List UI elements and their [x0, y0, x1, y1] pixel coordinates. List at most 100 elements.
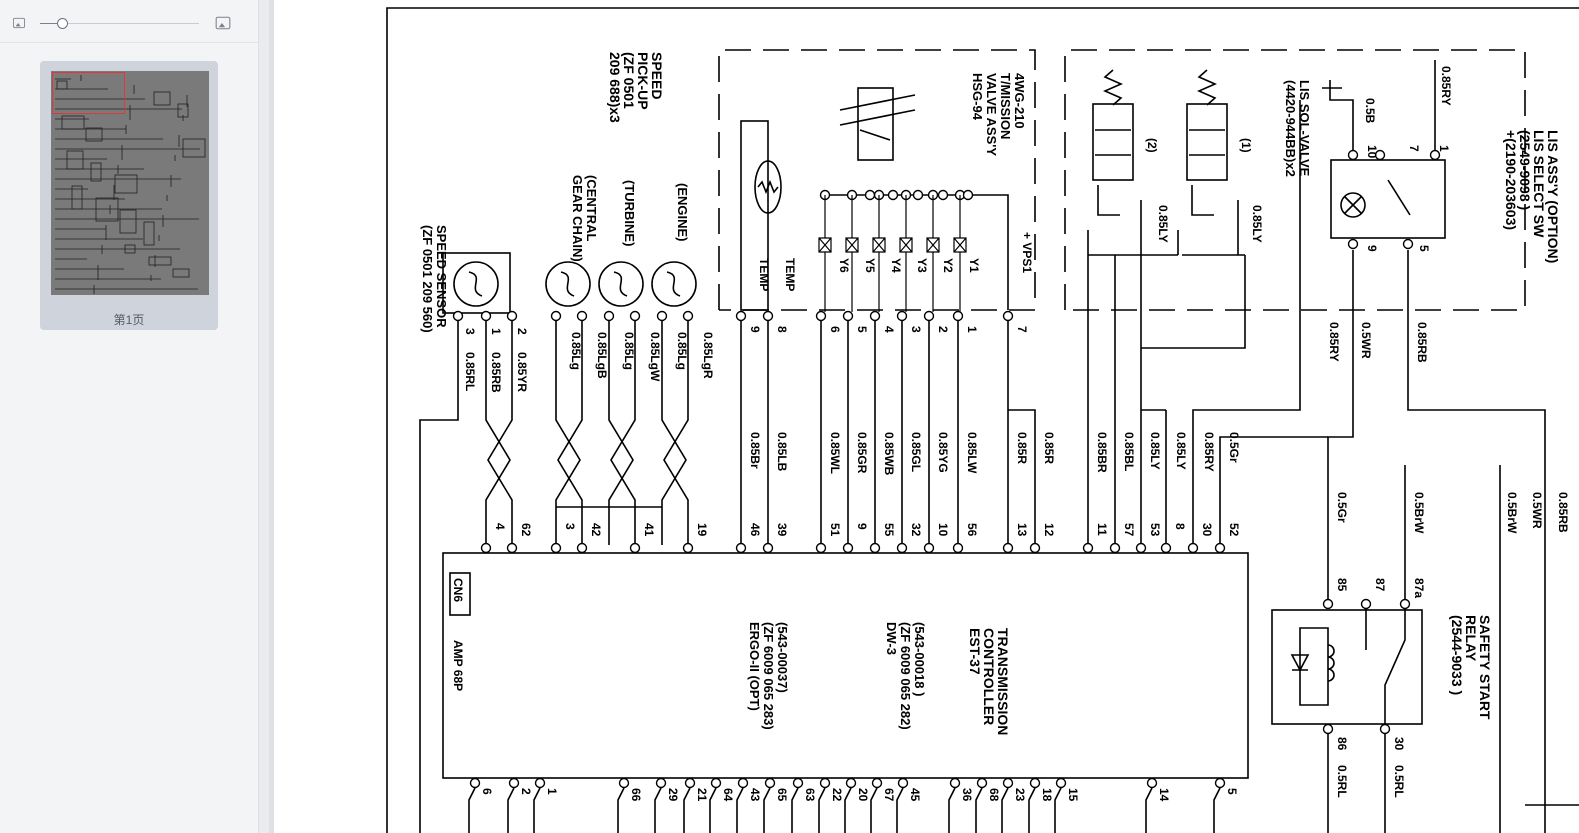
connector-pin: [506, 310, 518, 322]
wire-label: 0.85GR: [855, 432, 869, 474]
wire-label: 0.5WR: [1359, 322, 1373, 359]
relay-label: RELAY: [1463, 615, 1479, 662]
connector-pin: [1002, 777, 1014, 789]
wire-label: 0.85WL: [828, 432, 842, 474]
connector-pin: [1322, 598, 1334, 610]
page-thumbnail[interactable]: 第1页: [40, 61, 218, 330]
connector-pin: [1374, 149, 1386, 161]
wire-label: 0.5RL: [1392, 765, 1406, 798]
pickup-turbine-symbol: [598, 261, 644, 307]
controller-pin-label: 6: [480, 788, 494, 795]
sidebar-splitter[interactable]: [269, 0, 274, 833]
connector-pin: [508, 777, 520, 789]
wire-label: 0.85RY: [1327, 322, 1341, 362]
page-thumbnail-label: 第1页: [113, 313, 145, 327]
controller-pin-label: 51: [828, 523, 842, 537]
controller-pin-label: 67: [882, 788, 896, 802]
page-thumbnail-image: [51, 71, 209, 295]
connector-pin: [1187, 542, 1199, 554]
switch-pin-label: 1: [1437, 145, 1451, 152]
connector-pin: [842, 310, 854, 322]
connector-pin: [1146, 777, 1158, 789]
speed-pickup-label: 209 688)x3: [607, 52, 623, 123]
vps-label: + VPS1: [1020, 232, 1034, 273]
connector-pin: [737, 777, 749, 789]
pressure-valve-icon: [857, 87, 894, 161]
wire-label: 0.85RB: [1556, 492, 1570, 533]
connector-pin: [897, 777, 909, 789]
controller-label: DW-3: [884, 622, 899, 655]
cn6-box: [449, 572, 471, 616]
controller-pin-label: 55: [882, 523, 896, 537]
connector-pin: [887, 189, 899, 201]
connector-pin: [952, 310, 964, 322]
speed-sensor-symbol: [453, 261, 499, 307]
solenoid-2: [1092, 103, 1134, 181]
connector-pin: [871, 777, 883, 789]
solenoid-1-label: (1): [1239, 138, 1253, 153]
wire-label: 0.85RB: [1415, 322, 1429, 363]
connector-pin: [506, 542, 518, 554]
solenoid-1: [1186, 103, 1228, 181]
wire-label: 0.5Gr: [1227, 432, 1241, 463]
connector-pin: [976, 777, 988, 789]
thumbnail-zoom-slider-fill: [40, 23, 63, 24]
connector-pin: [629, 310, 641, 322]
speed-pickup-label: SPEED: [649, 52, 665, 99]
controller-label: ERGO-II (OPT): [747, 622, 762, 711]
connector-pin: [629, 542, 641, 554]
switch-pin-label: 7: [1407, 145, 1421, 152]
relay-label: (2544-9033 ): [1449, 615, 1465, 695]
connector-pin: [1082, 542, 1094, 554]
zoom-out-image-icon[interactable]: [13, 17, 25, 29]
zoom-in-image-icon[interactable]: [215, 16, 231, 30]
connector-pin: [923, 542, 935, 554]
solenoid-y-label: Y6: [837, 258, 851, 273]
controller-pin-label: 5: [1225, 788, 1239, 795]
connector-pin: [1109, 542, 1121, 554]
speed-sensor-box: [442, 252, 511, 314]
lis-assy-label: LIS SELECT SW: [1531, 130, 1547, 238]
valve-assy-box: [718, 49, 1036, 311]
wire-label: 0.85RB: [489, 352, 503, 393]
valve-assy-label: 4WG-210: [1012, 73, 1027, 129]
wire-label: 0.85GL: [909, 432, 923, 472]
relay-label: SAFETY START: [1477, 615, 1493, 720]
wire-label: 0.85BR: [1095, 432, 1109, 473]
connector-pin: [815, 542, 827, 554]
connector-pin: [534, 777, 546, 789]
controller-pin-label: 12: [1042, 523, 1056, 537]
connector-pin: [842, 542, 854, 554]
connector-pin: [550, 542, 562, 554]
sine-icon: [613, 271, 628, 297]
connector-pin: [656, 310, 668, 322]
temp-label: TEMP: [757, 258, 771, 291]
switch-contact: [1387, 179, 1411, 216]
connector-pin: [762, 310, 774, 322]
valve-pin-label: 6: [828, 326, 842, 333]
wire-label: 0.85Lg: [622, 332, 636, 370]
connector-pin: [923, 310, 935, 322]
relay-coil-icon: [1327, 644, 1335, 682]
controller-label: EST-37: [967, 628, 983, 675]
connector-pin: [735, 310, 747, 322]
controller-pin-label: 23: [1013, 788, 1027, 802]
connector-pin: [618, 777, 630, 789]
connector-pin: [469, 777, 481, 789]
connector-pin: [845, 777, 857, 789]
thumbnail-zoom-slider-knob[interactable]: [57, 18, 69, 29]
controller-label: (ZF 6009 065 283): [761, 622, 776, 730]
connector-pin: [869, 542, 881, 554]
connector-pin: [710, 777, 722, 789]
controller-pin-label: 13: [1015, 523, 1029, 537]
controller-pin-label: 22: [830, 788, 844, 802]
controller-pin-label: 14: [1157, 788, 1171, 802]
thumbnail-zoom-slider[interactable]: [40, 23, 199, 24]
wire-label: 0.85RL: [463, 352, 477, 391]
valve-pin-label: 1: [965, 326, 979, 333]
controller-label: (ZF 6009 065 282): [898, 622, 913, 730]
page-frame: [386, 7, 1579, 833]
connector-pin: [1214, 777, 1226, 789]
connector-pin: [1029, 542, 1041, 554]
